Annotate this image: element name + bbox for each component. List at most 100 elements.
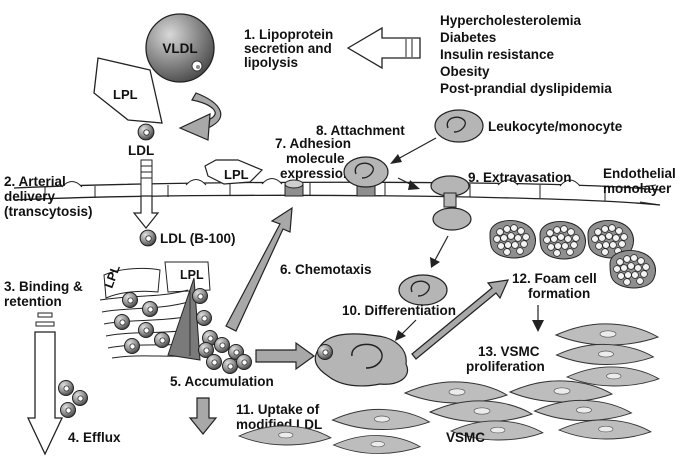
- endothelium-bottom-line: [13, 194, 661, 206]
- lpl-enzyme-shape: [93, 57, 163, 124]
- step7-label-line1: 7. Adhesion: [275, 136, 351, 151]
- risk-factor-5: Post-prandial dyslipidemia: [440, 81, 612, 96]
- retained-ldl-particle: [124, 338, 140, 354]
- vsmc-cell: [332, 408, 430, 430]
- vsmc-cell: [558, 419, 652, 440]
- risk-factor-1: Hypercholesterolemia: [440, 13, 582, 28]
- vsmc-cell: [534, 399, 632, 421]
- to-macrophage-arrow-line: [399, 319, 417, 337]
- to-differentiation-arrow-line: [433, 235, 449, 263]
- vldl-core-inner: [196, 65, 200, 69]
- attachment-arrow-head: [390, 154, 402, 164]
- step3-label-line2: retention: [4, 294, 62, 309]
- efflux-ldl-particle: [58, 380, 74, 396]
- to-differentiation-arrow-head: [430, 257, 440, 268]
- ldl-particle-top: [137, 123, 155, 141]
- macrophage-bound-ldl: [317, 344, 333, 360]
- risk-factor-2: Diabetes: [440, 30, 496, 45]
- endothelial-cell-boundaries: [44, 183, 606, 201]
- leukocyte-label: Leukocyte/monocyte: [488, 119, 623, 134]
- accumulated-ldl-particle: [214, 337, 230, 353]
- differentiating-monocyte: [398, 274, 448, 306]
- arrow-stripes: [141, 165, 152, 179]
- to-extravasation-arrow-head: [408, 180, 420, 190]
- retained-ldl-particle: [196, 310, 212, 326]
- step9-label: 9. Extravasation: [468, 170, 572, 185]
- accumulated-ldl-particle: [222, 358, 238, 374]
- step6-label: 6. Chemotaxis: [280, 262, 372, 277]
- step12-label-line2: formation: [528, 286, 590, 301]
- efflux-ldl-particle: [60, 402, 76, 418]
- endothelium-top-line: [13, 181, 661, 191]
- endothelium-end-mark: [634, 184, 661, 206]
- step2-label-line1: 2. Arterial: [4, 174, 66, 189]
- step1-label-line1: 1. Lipoprotein: [244, 27, 333, 42]
- foam-cell: [539, 221, 586, 260]
- to-macrophage-arrow-head: [395, 330, 406, 341]
- endothelial-nuclei-bumps: [61, 178, 581, 188]
- risk-factor-3: Insulin resistance: [440, 47, 555, 62]
- ldl-b100-particle: [139, 229, 157, 247]
- macrophage: [314, 333, 409, 387]
- step7-label-line3: expression: [280, 166, 351, 181]
- vsmc-cell: [404, 381, 508, 404]
- step13-label-line2: proliferation: [466, 359, 545, 374]
- to-foam-cell-arrow: [411, 279, 509, 360]
- uptake-arrow: [188, 397, 218, 435]
- retained-ldl-particle: [154, 332, 170, 348]
- transcytosis-arrow-head: [132, 195, 160, 229]
- lpl-endothelium-label: LPL: [224, 167, 249, 182]
- step11-label-line1: 11. Uptake of: [236, 402, 320, 417]
- lpl-matrix-shape-2: [164, 261, 211, 293]
- step3-label-line1: 3. Binding &: [4, 279, 83, 294]
- foam-cell: [609, 250, 656, 289]
- lpl-endothelium-shape: [204, 159, 264, 185]
- retained-ldl-particle: [142, 301, 158, 317]
- endothelial-label-line2: monolayer: [603, 181, 672, 196]
- chemotaxis-arrow: [225, 206, 293, 332]
- efflux-arrow-stripes: [35, 312, 55, 327]
- step7-label-line2: molecule: [286, 151, 345, 166]
- ldl-label: LDL: [128, 143, 154, 158]
- accumulation-to-macrophage-arrow: [255, 341, 316, 371]
- accumulated-ldl-particle: [206, 354, 222, 370]
- vsmc-cell: [333, 435, 421, 454]
- risk-factors-arrow: [346, 26, 421, 70]
- vldl-label: VLDL: [162, 41, 197, 56]
- retained-ldl-particle: [114, 314, 130, 330]
- step2-label-line3: (transcytosis): [4, 204, 93, 219]
- vsmc-cell: [429, 400, 533, 423]
- extravasating-monocyte: [430, 175, 472, 231]
- step1-label-line2: secretion and: [244, 41, 332, 56]
- retained-ldl-particle: [122, 292, 138, 308]
- step8-label: 8. Attachment: [316, 123, 405, 138]
- lpl-matrix-label-2: LPL: [180, 268, 204, 282]
- endothelial-label-line1: Endothelial: [603, 166, 676, 181]
- step2-label-line2: delivery: [4, 189, 56, 204]
- accumulated-ldl-particle: [236, 354, 252, 370]
- lpl-label: LPL: [113, 87, 138, 102]
- efflux-arrow: [26, 331, 64, 456]
- step5-label: 5. Accumulation: [170, 374, 274, 389]
- attachment-arrow-line: [395, 137, 437, 161]
- step1-label-line3: lipolysis: [244, 55, 298, 70]
- lpl-matrix-shape-1: [103, 267, 161, 299]
- adhesion-molecule: [284, 179, 304, 197]
- leukocyte-monocyte: [434, 109, 484, 143]
- lipolysis-arrow-head: [178, 113, 211, 141]
- step10-label: 10. Differentiation: [342, 303, 456, 318]
- retained-ldl-particle: [192, 288, 208, 304]
- efflux-ldl-particle: [72, 390, 88, 406]
- retained-ldl-particle: [138, 322, 154, 338]
- ldl-b100-label: LDL (B-100): [160, 231, 236, 246]
- step13-label-line1: 13. VSMC: [478, 344, 540, 359]
- vsmc-cell: [555, 323, 659, 346]
- vsmc-cell: [556, 343, 654, 365]
- step4-label: 4. Efflux: [68, 430, 121, 445]
- attached-monocyte: [343, 156, 389, 188]
- vsmc-label: VSMC: [446, 430, 485, 445]
- risk-factor-4: Obesity: [440, 64, 490, 79]
- step12-label-line1: 12. Foam cell: [512, 271, 597, 286]
